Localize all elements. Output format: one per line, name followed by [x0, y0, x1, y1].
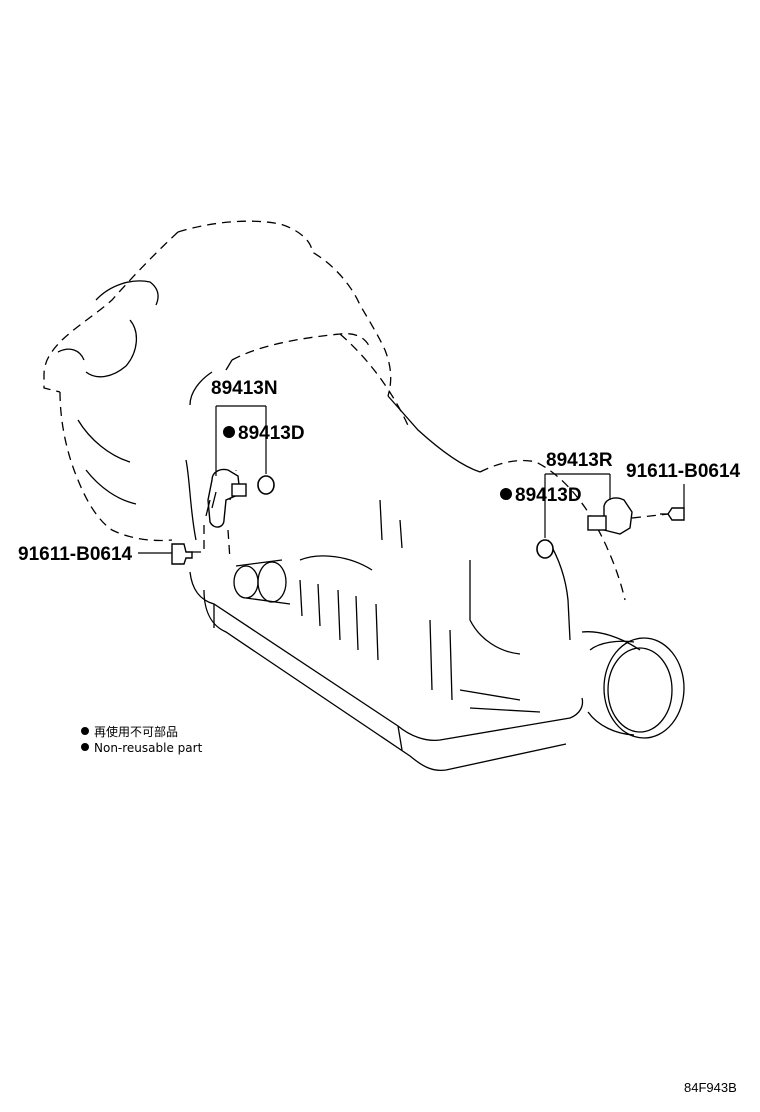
transmission-housing	[43, 220, 685, 772]
legend-text-ja: 再使用不可部品	[94, 724, 178, 739]
legend-marker-en	[81, 743, 89, 751]
label-bolt-left: 91611-B0614	[18, 544, 133, 565]
label-oring-left: 89413D	[238, 423, 305, 444]
label-bolt-right: 91611-B0614	[626, 461, 741, 482]
non-reusable-marker-right	[500, 488, 512, 500]
legend-text-en: Non-reusable part	[94, 741, 203, 755]
label-sensor-left: 89413N	[211, 378, 278, 399]
oring-right[interactable]	[536, 539, 554, 559]
legend: 再使用不可部品 Non-reusable part	[81, 724, 203, 755]
speed-sensor-left[interactable]	[205, 468, 247, 528]
non-reusable-marker-left	[223, 426, 235, 438]
bolt-left[interactable]	[171, 543, 193, 565]
legend-marker-ja	[81, 727, 89, 735]
label-sensor-right: 89413R	[546, 450, 613, 471]
leader-lines-right	[544, 473, 685, 538]
leader-lines-left	[138, 405, 267, 554]
diagram-code: 84F943B	[684, 1080, 737, 1095]
oring-left[interactable]	[257, 475, 275, 495]
speed-sensor-right[interactable]	[587, 497, 633, 535]
label-oring-right: 89413D	[515, 485, 582, 506]
